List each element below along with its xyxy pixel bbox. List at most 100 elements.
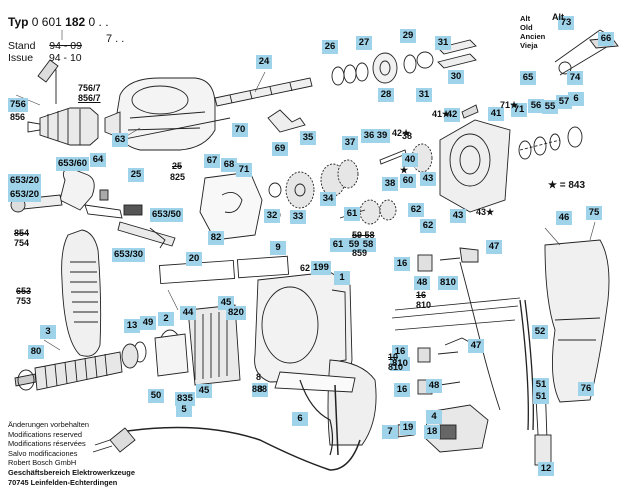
part-callout[interactable]: 47 [468, 339, 484, 353]
part-callout[interactable]: 50 [148, 389, 164, 403]
part-callout[interactable]: 65 [520, 71, 536, 85]
part-callout[interactable]: 41 [488, 107, 504, 121]
part-callout[interactable]: 73 [558, 16, 574, 30]
part-callout[interactable]: 8 [252, 383, 268, 397]
part-callout[interactable]: 47 [486, 240, 502, 254]
part-callout[interactable]: 810 [438, 276, 458, 290]
part-callout[interactable]: 61 [330, 238, 346, 252]
part-callout[interactable]: 12 [538, 462, 554, 476]
part-callout[interactable]: 52 [532, 325, 548, 339]
part-label: 856/7 [78, 93, 101, 103]
part-callout[interactable]: 2 [158, 312, 174, 326]
part-callout[interactable]: 76 [578, 382, 594, 396]
part-callout[interactable]: 18 [424, 425, 440, 439]
part-callout[interactable]: 19 [400, 421, 416, 435]
part-callout[interactable]: 820 [226, 306, 246, 320]
part-callout[interactable]: 24 [256, 55, 272, 69]
part-callout[interactable]: 48 [426, 379, 442, 393]
footer-line-5: Robert Bosch GmbH [8, 458, 77, 468]
part-callout[interactable]: 653/50 [150, 208, 184, 222]
part-callout[interactable]: 46 [556, 211, 572, 225]
part-callout[interactable]: 45 [196, 384, 212, 398]
part-callout[interactable]: 37 [342, 136, 358, 150]
part-callout[interactable]: 43 [420, 172, 436, 186]
part-callout[interactable]: 75 [586, 206, 602, 220]
part-callout[interactable]: 835 [175, 392, 195, 406]
part-callout[interactable]: 31 [416, 88, 432, 102]
part-callout[interactable]: 61 [344, 207, 360, 221]
part-callout[interactable]: 6 [292, 412, 308, 426]
part-callout[interactable]: 70 [232, 123, 248, 137]
power-cord-drawing [92, 379, 361, 471]
part-callout[interactable]: 3 [40, 325, 56, 339]
part-callout[interactable]: 653/20 [8, 174, 42, 188]
part-callout[interactable]: 82 [208, 231, 224, 245]
part-callout[interactable]: 58 [360, 238, 376, 252]
part-callout[interactable]: 653/60 [56, 157, 90, 171]
part-callout[interactable]: 44 [180, 306, 196, 320]
part-callout[interactable]: 80 [28, 345, 44, 359]
part-callout[interactable]: 16 [394, 257, 410, 271]
part-callout[interactable]: 32 [264, 209, 280, 223]
part-callout[interactable]: 35 [300, 131, 316, 145]
part-callout[interactable]: 71 [236, 163, 252, 177]
part-label: 756/7 [78, 83, 101, 93]
star-legend-symbol: ★ [548, 180, 557, 191]
part-callout[interactable]: 42 [444, 108, 460, 122]
part-callout[interactable]: 16 [392, 345, 408, 359]
part-callout[interactable]: 38 [382, 177, 398, 191]
part-callout[interactable]: 51 [533, 378, 549, 392]
part-callout[interactable]: 30 [448, 70, 464, 84]
part-callout[interactable]: 49 [140, 316, 156, 330]
part-callout[interactable]: 56 [528, 99, 544, 113]
part-label: 42★ [392, 128, 411, 138]
leader-lines [15, 30, 596, 351]
part-callout[interactable]: 43 [450, 209, 466, 223]
part-callout[interactable]: 1 [334, 271, 350, 285]
part-callout[interactable]: 810 [390, 357, 410, 371]
part-callout[interactable]: 39 [374, 129, 390, 143]
part-callout[interactable]: 9 [270, 241, 286, 255]
part-callout[interactable]: 36 [361, 129, 377, 143]
part-callout[interactable]: 653/30 [112, 248, 146, 262]
part-callout[interactable]: 68 [221, 158, 237, 172]
part-callout[interactable]: 60 [400, 174, 416, 188]
part-callout[interactable]: 48 [414, 276, 430, 290]
part-label: 62 [300, 263, 311, 273]
part-callout[interactable]: 653/20 [8, 188, 42, 202]
part-callout[interactable]: 7 [382, 425, 398, 439]
part-callout[interactable]: 63 [112, 133, 128, 147]
part-callout[interactable]: 20 [186, 252, 202, 266]
part-callout[interactable]: 40 [402, 153, 418, 167]
part-callout[interactable]: 66 [598, 32, 614, 46]
part-callout[interactable]: 71 [511, 103, 527, 117]
part-callout[interactable]: 5 [176, 403, 192, 417]
part-callout[interactable]: 28 [378, 88, 394, 102]
part-callout[interactable]: 57 [556, 95, 572, 109]
part-callout[interactable]: 55 [542, 100, 558, 114]
part-callout[interactable]: 62 [420, 219, 436, 233]
part-callout[interactable]: 29 [400, 29, 416, 43]
part-callout[interactable]: 62 [408, 203, 424, 217]
part-label: 16 [416, 290, 427, 300]
part-callout[interactable]: 27 [356, 36, 372, 50]
part-callout[interactable]: 26 [322, 40, 338, 54]
part-callout[interactable]: 33 [290, 210, 306, 224]
part-callout[interactable]: 13 [124, 319, 140, 333]
part-callout[interactable]: 756 [8, 98, 28, 112]
part-callout[interactable]: 74 [567, 71, 583, 85]
part-callout[interactable]: 4 [426, 410, 442, 424]
part-callout[interactable]: 199 [311, 261, 331, 275]
part-callout[interactable]: 67 [204, 154, 220, 168]
part-callout[interactable]: 59 [346, 238, 362, 252]
part-callout[interactable]: 31 [435, 36, 451, 50]
type-number-bold: 182 [65, 15, 86, 29]
part-callout[interactable]: 16 [394, 383, 410, 397]
part-callout[interactable]: 64 [90, 153, 106, 167]
part-callout[interactable]: 25 [128, 168, 144, 182]
stand-label: Stand 94 - 09 [8, 40, 82, 52]
part-callout[interactable]: 51 [533, 390, 549, 404]
part-callout[interactable]: 6 [568, 92, 584, 106]
part-callout[interactable]: 34 [320, 192, 336, 206]
part-callout[interactable]: 69 [272, 142, 288, 156]
